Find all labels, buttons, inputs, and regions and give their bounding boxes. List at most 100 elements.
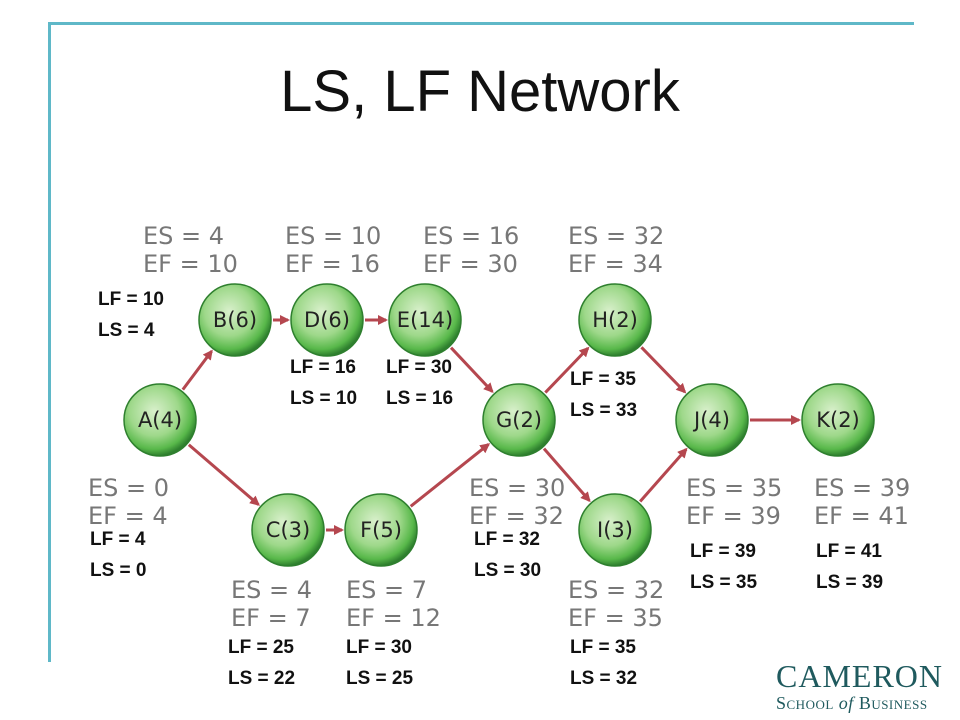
- logo-of: of: [838, 693, 854, 713]
- node-h-lf: LF = 35: [570, 369, 636, 390]
- node-i-late: LF = 35 LS = 32: [570, 632, 637, 694]
- node-h-es: ES = 32: [568, 222, 665, 250]
- node-i-circle: [578, 493, 652, 567]
- node-a-late: LF = 4 LS = 0: [90, 524, 147, 586]
- node-b-lf: LF = 10: [98, 289, 164, 310]
- node-a-ef: EF = 4: [88, 502, 168, 530]
- node-f-circle: [344, 493, 418, 567]
- node-b: B(6): [198, 283, 272, 357]
- node-k-times: ES = 39 EF = 41: [814, 474, 910, 530]
- edge-g-i: [542, 447, 591, 503]
- node-i-es: ES = 32: [568, 576, 665, 604]
- node-i-ef: EF = 35: [568, 604, 663, 632]
- frame-top-rule: [48, 22, 914, 25]
- node-f-late: LF = 30 LS = 25: [346, 632, 413, 694]
- node-e-late: LF = 30 LS = 16: [386, 352, 453, 414]
- node-g-ls: LS = 30: [474, 560, 542, 581]
- node-j: J(4): [675, 383, 749, 457]
- node-k-lf: LF = 41: [816, 541, 882, 562]
- node-j-ls: LS = 35: [690, 572, 758, 593]
- node-h-label: H(2): [592, 308, 638, 332]
- node-e-label: E(14): [397, 308, 453, 332]
- node-g: G(2): [482, 383, 556, 457]
- slide-title: LS, LF Network: [280, 59, 680, 124]
- edge-g-h: [544, 346, 590, 394]
- edge-a-c: [187, 443, 260, 506]
- node-a-label: A(4): [138, 408, 182, 432]
- logo-business: Business: [858, 693, 928, 713]
- node-a-lf: LF = 4: [90, 529, 146, 550]
- node-h: H(2): [578, 283, 652, 357]
- node-b-circle: [198, 283, 272, 357]
- node-h-late: LF = 35 LS = 33: [570, 364, 637, 426]
- node-d-ls: LS = 10: [290, 388, 358, 409]
- node-d-circle: [290, 283, 364, 357]
- node-f: F(5): [344, 493, 418, 567]
- node-g-circle: [482, 383, 556, 457]
- node-d-es: ES = 10: [285, 222, 382, 250]
- node-d-lf: LF = 16: [290, 357, 356, 378]
- edge-h-j: [640, 346, 687, 394]
- node-f-es: ES = 7: [346, 576, 428, 604]
- node-k-label: K(2): [816, 408, 860, 432]
- node-j-ef: EF = 39: [686, 502, 781, 530]
- logo-school: School: [776, 693, 834, 713]
- node-b-times: ES = 4 EF = 10: [143, 222, 238, 278]
- node-g-es: ES = 30: [469, 474, 566, 502]
- node-b-es: ES = 4: [143, 222, 225, 250]
- node-j-es: ES = 35: [686, 474, 783, 502]
- node-d-ef: EF = 16: [285, 250, 380, 278]
- node-e-ls: LS = 16: [386, 388, 454, 409]
- node-c-ls: LS = 22: [228, 668, 296, 689]
- node-g-ef: EF = 32: [469, 502, 564, 530]
- node-i-label: I(3): [597, 518, 633, 542]
- node-j-late: LF = 39 LS = 35: [690, 536, 757, 598]
- node-c-ef: EF = 7: [231, 604, 311, 632]
- frame-left-rule: [48, 22, 51, 662]
- node-g-times: ES = 30 EF = 32: [469, 474, 565, 530]
- node-k: K(2): [801, 383, 875, 457]
- edge-f-g: [409, 443, 491, 508]
- node-g-late: LF = 32 LS = 30: [474, 524, 541, 586]
- logo-subtitle: School of Business: [776, 692, 946, 714]
- node-h-ls: LS = 33: [570, 400, 638, 421]
- node-f-lf: LF = 30: [346, 637, 412, 658]
- node-k-ef: EF = 41: [814, 502, 909, 530]
- node-f-times: ES = 7 EF = 12: [346, 576, 441, 632]
- node-h-circle: [578, 283, 652, 357]
- node-d-late: LF = 16 LS = 10: [290, 352, 357, 414]
- logo-wordmark: CAMERON: [776, 658, 944, 694]
- node-e-lf: LF = 30: [386, 357, 452, 378]
- node-c-late: LF = 25 LS = 22: [228, 632, 295, 694]
- node-i-times: ES = 32 EF = 35: [568, 576, 664, 632]
- node-c-label: C(3): [266, 518, 310, 542]
- node-e-times: ES = 16 EF = 30: [423, 222, 519, 278]
- node-d-times: ES = 10 EF = 16: [285, 222, 381, 278]
- node-h-times: ES = 32 EF = 34: [568, 222, 664, 278]
- node-h-ef: EF = 34: [568, 250, 663, 278]
- node-c: C(3): [251, 493, 325, 567]
- node-a: A(4): [123, 383, 197, 457]
- edge-i-j: [639, 447, 688, 503]
- edge-a-b: [181, 349, 213, 391]
- edge-e-g: [449, 346, 494, 394]
- node-f-label: F(5): [360, 518, 402, 542]
- node-i: I(3): [578, 493, 652, 567]
- node-b-ef: EF = 10: [143, 250, 238, 278]
- cameron-logo: CAMERON School of Business: [776, 660, 946, 714]
- node-d-label: D(6): [304, 308, 350, 332]
- node-k-ls: LS = 39: [816, 572, 884, 593]
- node-f-ef: EF = 12: [346, 604, 441, 632]
- node-g-label: G(2): [496, 408, 542, 432]
- node-c-circle: [251, 493, 325, 567]
- node-a-circle: [123, 383, 197, 457]
- node-f-ls: LS = 25: [346, 668, 414, 689]
- node-e-circle: [388, 283, 462, 357]
- node-i-lf: LF = 35: [570, 637, 636, 658]
- node-g-lf: LF = 32: [474, 529, 540, 550]
- node-i-ls: LS = 32: [570, 668, 638, 689]
- node-a-times: ES = 0 EF = 4: [88, 474, 169, 530]
- node-k-late: LF = 41 LS = 39: [816, 536, 883, 598]
- node-c-es: ES = 4: [231, 576, 313, 604]
